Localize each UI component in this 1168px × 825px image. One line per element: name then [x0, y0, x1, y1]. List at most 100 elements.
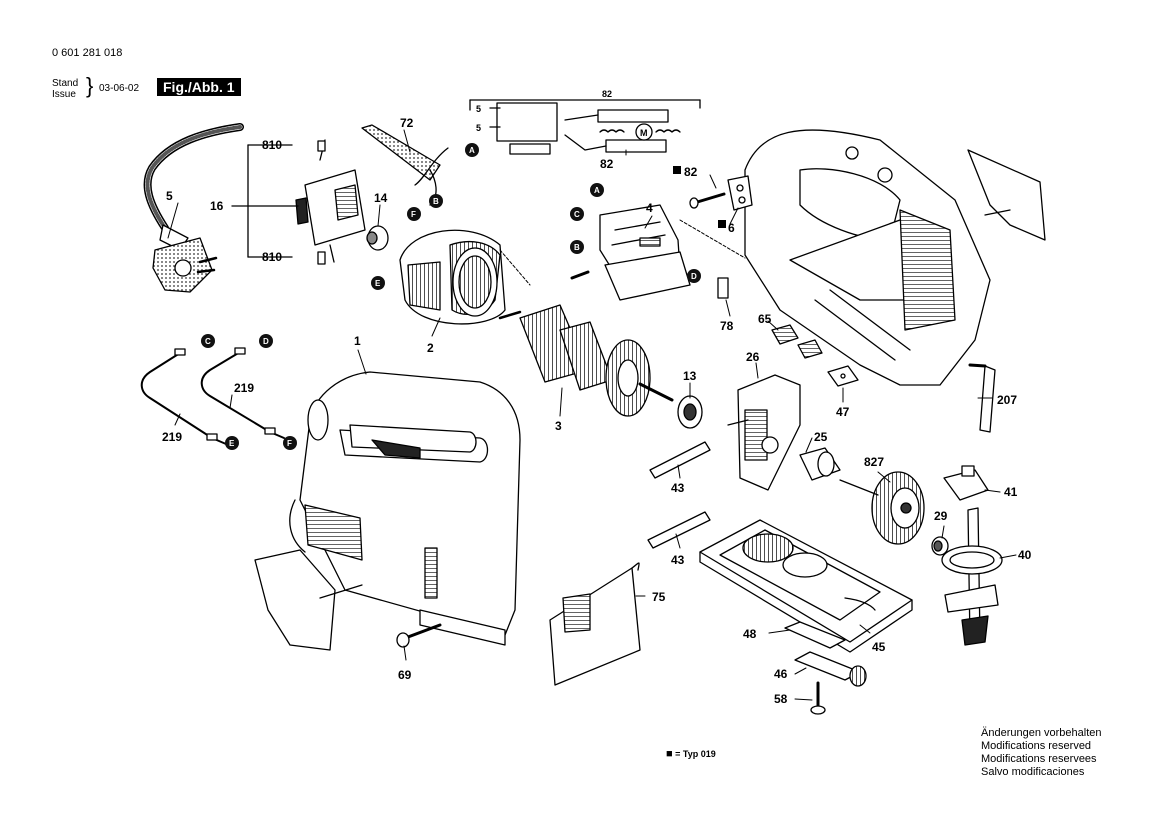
- clip-207: [727, 175, 753, 211]
- callout-29: 29: [934, 509, 948, 523]
- callout-6: 72: [400, 116, 414, 130]
- gear-housing: [727, 374, 801, 491]
- callout-78: 207: [997, 393, 1017, 407]
- issue-label: Issue: [52, 89, 76, 100]
- svg-text:B: B: [433, 197, 439, 206]
- marker-e-stator: E: [371, 276, 385, 290]
- guide-58: [784, 621, 846, 649]
- modifications-es: Salvo modificaciones: [981, 766, 1085, 778]
- legend: ■ = Typ 019: [666, 748, 716, 760]
- callout-46: 46: [774, 667, 788, 681]
- spring-65: [771, 324, 823, 359]
- dust-cover: [549, 562, 641, 686]
- callout-82-schematic-top: 82: [602, 89, 612, 99]
- marker-f-lead: F: [283, 436, 297, 450]
- schematic-pin-5-top: 5: [476, 104, 481, 114]
- callout-69: 69: [398, 668, 412, 682]
- svg-text:A: A: [594, 186, 600, 195]
- svg-text:D: D: [263, 337, 269, 346]
- stator-field: [399, 229, 506, 325]
- switch: [295, 139, 366, 265]
- bearing-13: [677, 395, 703, 429]
- callout-45: 45: [872, 640, 886, 654]
- marker-a-brush: A: [590, 183, 604, 197]
- gear-827: [839, 471, 925, 545]
- housing-label-right: [967, 149, 1046, 241]
- callout-3: 3: [555, 419, 562, 433]
- housing-label: [254, 549, 363, 651]
- callout-14: 14: [374, 191, 388, 205]
- callout-5: 5: [166, 189, 173, 203]
- callout-26: 26: [746, 350, 760, 364]
- roller-46: [794, 651, 867, 687]
- callout-16: 16: [210, 199, 224, 213]
- plunger-40: [941, 507, 1003, 646]
- callout-82-lead-left: 219: [162, 430, 182, 444]
- part-number: 0 601 281 018: [52, 47, 123, 59]
- housing-right: [744, 129, 991, 386]
- pin-43-lower: [647, 511, 711, 549]
- brush-holder: [570, 204, 691, 301]
- svg-text:F: F: [411, 210, 416, 219]
- modifications-de: Änderungen vorbehalten: [981, 727, 1102, 739]
- callout-48: 58: [774, 692, 788, 706]
- svg-text:E: E: [229, 439, 235, 448]
- power-cord: [143, 123, 244, 293]
- callout-207: 6: [728, 221, 735, 235]
- wire-lead-left: [140, 348, 227, 445]
- marker-c-lead: C: [201, 334, 215, 348]
- modifications-fr: Modifications reservees: [981, 753, 1097, 765]
- armature: [498, 304, 674, 417]
- wire-lead-right: [200, 347, 285, 439]
- schematic-pin-5-bottom: 5: [476, 123, 481, 133]
- schematic-motor-label: M: [640, 128, 648, 138]
- svg-text:D: D: [691, 272, 697, 281]
- marker-f-stator: F: [407, 207, 421, 221]
- stand-label: Stand: [52, 78, 79, 89]
- svg-text:B: B: [574, 243, 580, 252]
- callout-43-upper: 43: [671, 481, 685, 495]
- marker-b-cord: B: [429, 194, 443, 208]
- marker-d-brush: D: [687, 269, 701, 283]
- modifications-note: Änderungen vorbehalten Modifications res…: [981, 727, 1101, 779]
- bearing-29: [931, 536, 949, 556]
- marker-b-brush: B: [570, 240, 584, 254]
- guide-41: [943, 465, 989, 501]
- allen-key: [968, 363, 996, 433]
- callout-1: 1: [354, 334, 361, 348]
- marker-a-cord: A: [465, 143, 479, 157]
- legend-text: = Typ 019: [675, 749, 716, 759]
- bushing-25: [799, 447, 841, 481]
- callout-25: 25: [814, 430, 828, 444]
- typ019-square-219: [673, 166, 681, 174]
- header-brace: }: [86, 73, 94, 98]
- marker-c-brush: C: [570, 207, 584, 221]
- callout-13: 13: [683, 369, 697, 383]
- callout-82-lead-right: 219: [234, 381, 254, 395]
- wiring-schematic: [469, 99, 701, 155]
- callout-219: 82: [684, 165, 698, 179]
- bearing-14: [366, 225, 389, 251]
- base-plate: [699, 519, 913, 653]
- callout-43-lower: 43: [671, 553, 685, 567]
- svg-text:C: C: [205, 337, 211, 346]
- modifications-en: Modifications reserved: [981, 740, 1092, 752]
- pin-72: [717, 277, 729, 299]
- callout-2: 2: [427, 341, 434, 355]
- svg-text:C: C: [574, 210, 580, 219]
- callout-65: 65: [758, 312, 772, 326]
- screw-69: [396, 623, 442, 648]
- callout-40: 40: [1018, 548, 1032, 562]
- callout-41: 41: [1004, 485, 1018, 499]
- housing-left: [289, 371, 521, 646]
- legend-square-icon: ■: [666, 748, 673, 760]
- issue-date: 03-06-02: [99, 83, 140, 94]
- callout-75: 75: [652, 590, 666, 604]
- callout-47: 47: [836, 405, 850, 419]
- pin-43-upper: [649, 441, 711, 479]
- callout-4: 4: [646, 201, 653, 215]
- callout-827: 827: [864, 455, 884, 469]
- marker-d-lead: D: [259, 334, 273, 348]
- svg-text:F: F: [287, 439, 292, 448]
- screw-48: [810, 681, 826, 715]
